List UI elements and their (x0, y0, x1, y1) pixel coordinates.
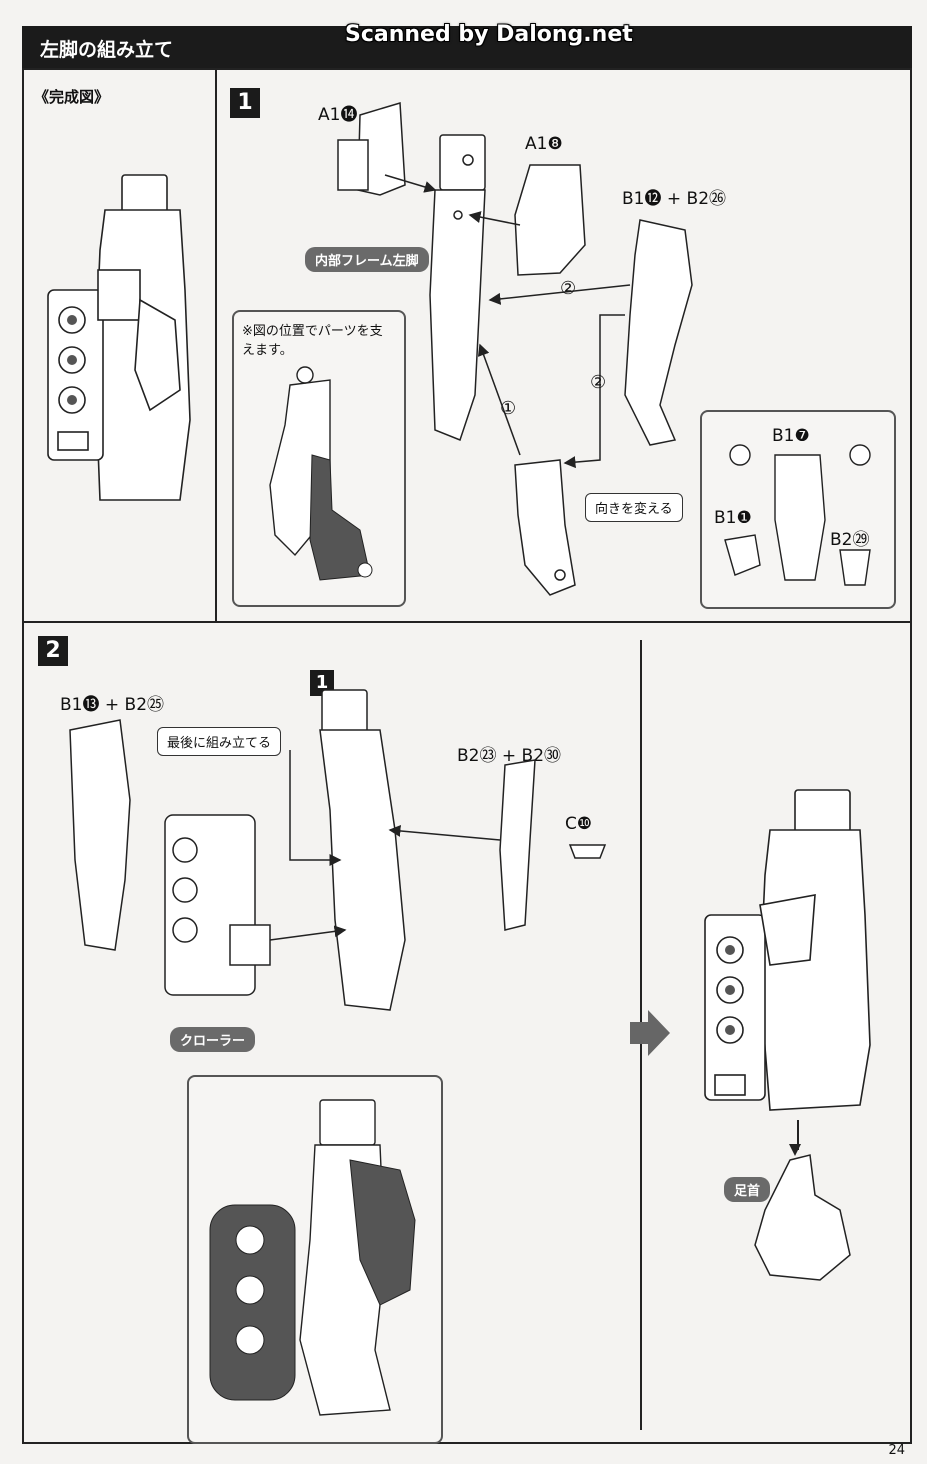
inner-frame-label: 内部フレーム左脚 (305, 247, 429, 272)
part-label-a1-14: A1⓮ (318, 105, 358, 125)
part-label-a1-8: A1❽ (525, 134, 563, 154)
step2-support-illustration (209, 1099, 416, 1416)
reverse-direction-label: 向きを変える (585, 493, 683, 522)
part-label-b1-13-b2-25: B1⓭ + B2㉕ (60, 695, 165, 715)
ankle-label: 足首 (724, 1177, 771, 1202)
order-marker-1: ① (500, 398, 517, 419)
support-note-text: ※図の位置でパーツを支えます。 (242, 324, 383, 358)
crawler-label: クローラー (170, 1027, 256, 1052)
assemble-last-label: 最後に組み立てる (157, 727, 282, 756)
page-number: 24 (888, 1443, 905, 1458)
sub-assembly-illustration (724, 444, 871, 586)
order-marker-2a: ② (560, 278, 577, 299)
support-hand-illustration (269, 366, 373, 581)
ankle-arrow (797, 1120, 799, 1150)
step1-badge: 1 (230, 88, 260, 118)
step2-badge: 2 (38, 636, 68, 666)
step2-panel (22, 621, 912, 1444)
scan-watermark: Scanned by Dalong.net (345, 22, 633, 47)
step1-parts-illustration (337, 102, 693, 596)
completed-leg-illustration (704, 789, 871, 1111)
part-label-b1-1: B1❶ (714, 508, 752, 528)
section-header-bar (22, 26, 912, 68)
result-arrow-icon (630, 1010, 670, 1056)
complete-view-title: 《完成図》 (34, 88, 110, 106)
part-label-b1-12-b2-26: B1⓬ + B2㉖ (622, 189, 727, 209)
order-marker-2b: ② (590, 372, 607, 393)
section-title: 左脚の組み立て (40, 39, 174, 61)
complete-leg-illustration (47, 174, 191, 501)
ankle-illustration (754, 1123, 851, 1281)
part-label-b1-7: B1❼ (772, 426, 810, 446)
part-label-b2-29: B2㉙ (830, 530, 870, 550)
part-label-c10: C❿ (565, 814, 593, 834)
step2-parts-illustration (69, 689, 607, 1011)
